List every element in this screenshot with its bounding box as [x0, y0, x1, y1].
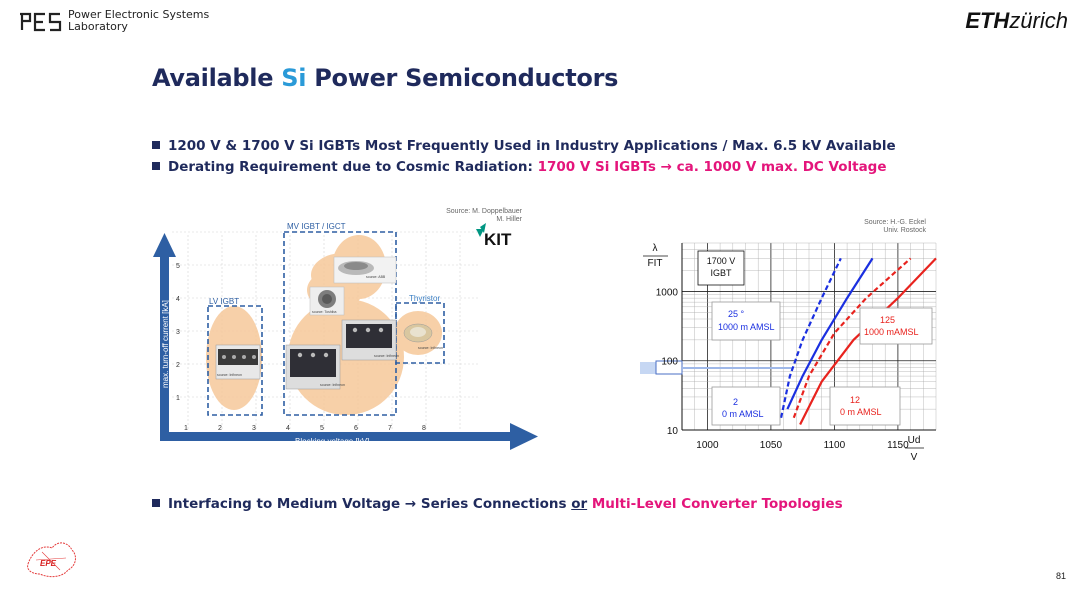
- y-tick-label: 5: [176, 263, 180, 270]
- x-tick-label: 1000: [696, 440, 719, 451]
- left-ticks: 1 2 3 4 5 1 2 3 4 5 6 7 8: [176, 263, 426, 432]
- x-unit-bottom: V: [911, 452, 918, 463]
- y-unit-bottom: FIT: [648, 258, 663, 269]
- fit-curve-1: [786, 257, 874, 410]
- blue-top-box: [711, 301, 781, 341]
- svg-text:1000 mAMSL: 1000 mAMSL: [864, 327, 919, 337]
- y-tick-label: 1000: [656, 287, 679, 298]
- svg-text:source: Infineon: source: Infineon: [320, 383, 345, 387]
- red-bottom-box: [829, 386, 901, 426]
- y-axis-arrow-shaft: [160, 255, 169, 441]
- bullet-square-icon: [152, 162, 160, 170]
- right-source: Source: H.-G. Eckel Univ. Rostock: [864, 219, 926, 234]
- svg-text:source: Infineon: source: Infineon: [217, 373, 242, 377]
- x-tick-label: 4: [286, 425, 290, 432]
- bullet-2: Derating Requirement due to Cosmic Radia…: [152, 159, 887, 175]
- lab-name: Power Electronic Systems Laboratory: [68, 8, 210, 33]
- y-tick-label: 3: [176, 329, 180, 336]
- device-label-2: IGBT: [710, 268, 732, 278]
- x-tick-label: 1: [184, 425, 188, 432]
- bullet-square-icon: [152, 499, 160, 507]
- eth-logo: ETHzürich: [965, 8, 1068, 33]
- mv-igbt-photo-1: source: Infineon: [285, 344, 345, 390]
- device-photos: source: Infineon source: ABB source: Tos…: [215, 256, 443, 390]
- x-tick-label: 1150: [887, 440, 909, 451]
- y-unit-top: λ: [653, 243, 658, 254]
- fit-curves: [780, 257, 937, 425]
- x-tick-label: 5: [320, 425, 324, 432]
- lv-igbt-region: [207, 305, 263, 416]
- epe-logo: EPE: [27, 542, 76, 578]
- semiconductor-map-chart: KIT LV IGBT MV IGBT / IGCT Thyristor sou…: [153, 222, 538, 450]
- svg-text:12: 12: [850, 395, 860, 405]
- blue-bottom-box: [711, 386, 781, 426]
- svg-text:source: Infineon: source: Infineon: [418, 346, 443, 350]
- mv-igbt-label: MV IGBT / IGCT: [287, 222, 346, 231]
- svg-text:source: Toshiba: source: Toshiba: [312, 310, 337, 314]
- y-tick-label: 1: [176, 395, 180, 402]
- bullet-3: Interfacing to Medium Voltage → Series C…: [152, 496, 843, 512]
- svg-text:25 °: 25 °: [728, 309, 745, 319]
- device-label-box: [697, 250, 745, 286]
- y-tick-label: 10: [667, 426, 679, 437]
- right-ticks: 10 100 1000 1000 1050 1100 1150: [656, 287, 909, 451]
- x-axis-arrow-shaft: [160, 432, 515, 441]
- x-unit-top: Ud: [908, 435, 921, 446]
- page-number: 81: [1055, 571, 1066, 581]
- left-source: Source: M. Doppelbauer M. Hiller: [446, 208, 522, 223]
- svg-text:0 m AMSL: 0 m AMSL: [722, 409, 764, 419]
- thyristor-photo: source: Infineon: [403, 323, 443, 350]
- fit-curve-3: [799, 257, 937, 425]
- y-tick-label: 2: [176, 362, 180, 369]
- svg-text:EPE: EPE: [40, 559, 57, 568]
- fit-curve-0: [780, 257, 842, 419]
- svg-text:1000 m AMSL: 1000 m AMSL: [718, 322, 775, 332]
- left-xlabel: Blocking voltage [kV]: [295, 437, 369, 446]
- thyristor-label: Thyristor: [409, 294, 440, 303]
- fit-rate-chart: 10 100 1000 1000 1050 1100 1150 λ FIT Ud V 170…: [640, 242, 937, 463]
- device-label-1: 1700 V: [707, 256, 736, 266]
- annotation-boxes: 25 ° 1000 m AMSL 2 0 m AMSL 125 1000 mAM…: [711, 301, 933, 426]
- lv-igbt-photo: source: Infineon: [215, 344, 261, 380]
- x-tick-label: 2: [218, 425, 222, 432]
- bullet-square-icon: [152, 141, 160, 149]
- abb-photo: source: ABB: [333, 256, 397, 284]
- x-axis-arrow-head: [510, 423, 538, 450]
- y-axis-arrow-head: [153, 233, 176, 257]
- x-tick-label: 8: [422, 425, 426, 432]
- left-axes: [153, 233, 538, 450]
- svg-text:2: 2: [733, 397, 738, 407]
- x-tick-label: 6: [354, 425, 358, 432]
- y-tick-label: 4: [176, 296, 180, 303]
- red-top-box: [859, 307, 933, 345]
- left-ylabel: max. turn-off current [kA]: [161, 300, 170, 388]
- kit-logo: KIT: [476, 223, 512, 249]
- x-tick-label: 3: [252, 425, 256, 432]
- x-tick-label: 1050: [760, 440, 783, 451]
- fit-curve-2: [792, 257, 912, 419]
- svg-text:source: Infineon: source: Infineon: [374, 354, 399, 358]
- bullet-1: 1200 V & 1700 V Si IGBTs Most Frequently…: [152, 138, 896, 154]
- x-tick-label: 1100: [824, 440, 846, 451]
- pes-logo: [20, 12, 62, 32]
- x-tick-label: 7: [388, 425, 392, 432]
- lv-igbt-label: LV IGBT: [209, 297, 239, 306]
- y-tick-label: 100: [661, 357, 678, 368]
- svg-text:0 m AMSL: 0 m AMSL: [840, 407, 882, 417]
- toshiba-photo: source: Toshiba: [309, 286, 345, 316]
- svg-text:KIT: KIT: [484, 230, 512, 249]
- mv-igbt-photo-2: source: Infineon: [341, 319, 399, 361]
- svg-text:125: 125: [880, 315, 895, 325]
- page-title: Available Si Power Semiconductors: [152, 64, 619, 92]
- svg-text:source: ABB: source: ABB: [366, 275, 386, 279]
